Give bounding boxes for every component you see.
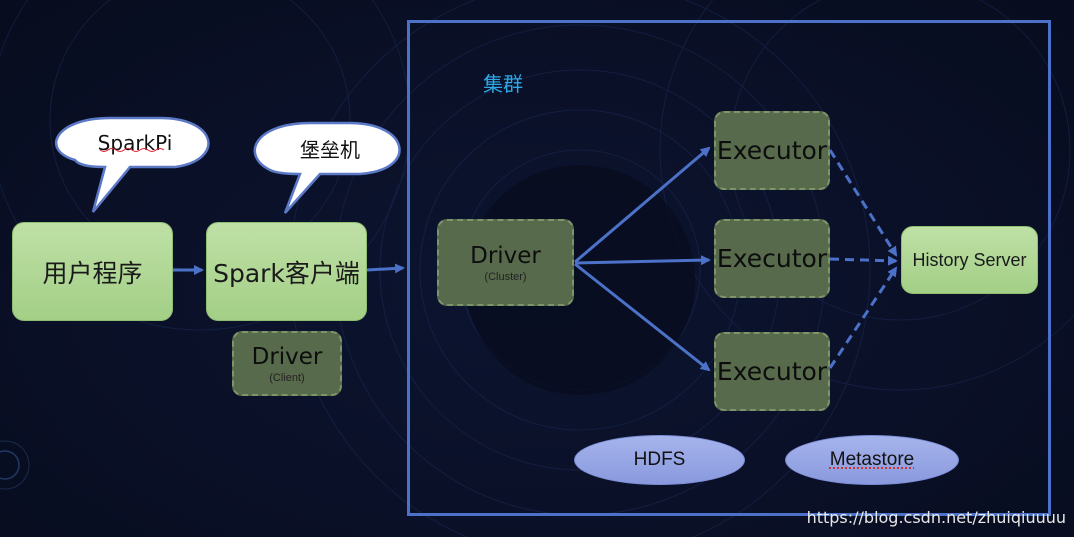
metastore-node: Metastore — [785, 435, 959, 485]
client-driver-sub: (Client) — [269, 371, 305, 384]
executor-label: Executor — [716, 244, 828, 273]
client-driver-label: Driver — [251, 343, 323, 370]
executor-label: Executor — [716, 357, 828, 386]
executor-node: Executor — [714, 219, 830, 298]
hdfs-label: HDFS — [633, 449, 686, 470]
history-server-node: History Server — [901, 226, 1038, 294]
bubble-sparkpi-text: SparkPi — [97, 130, 173, 155]
cluster-driver-sub: (Cluster) — [484, 270, 527, 283]
hdfs-node: HDFS — [574, 435, 745, 485]
cluster-label: 集群 — [483, 72, 523, 96]
user-program-node: 用户程序 — [12, 222, 173, 321]
cluster-frame — [407, 20, 1051, 516]
spark-client-label: Spark客户端 — [213, 258, 360, 288]
bubble-bastion-text: 堡垒机 — [300, 137, 360, 162]
spark-client-node: Spark客户端 — [206, 222, 367, 321]
history-server-label: History Server — [912, 249, 1027, 270]
executor-label: Executor — [716, 136, 828, 165]
cluster-driver-label: Driver — [470, 242, 541, 269]
executor-node: Executor — [714, 111, 830, 190]
watermark: https://blog.csdn.net/zhuiqiuuuu — [806, 508, 1066, 527]
cluster-driver-node: Driver (Cluster) — [437, 219, 574, 306]
metastore-label: Metastore — [829, 449, 915, 470]
user-program-label: 用户程序 — [42, 258, 143, 288]
executor-node: Executor — [714, 332, 830, 411]
client-driver-node: Driver (Client) — [232, 331, 342, 396]
